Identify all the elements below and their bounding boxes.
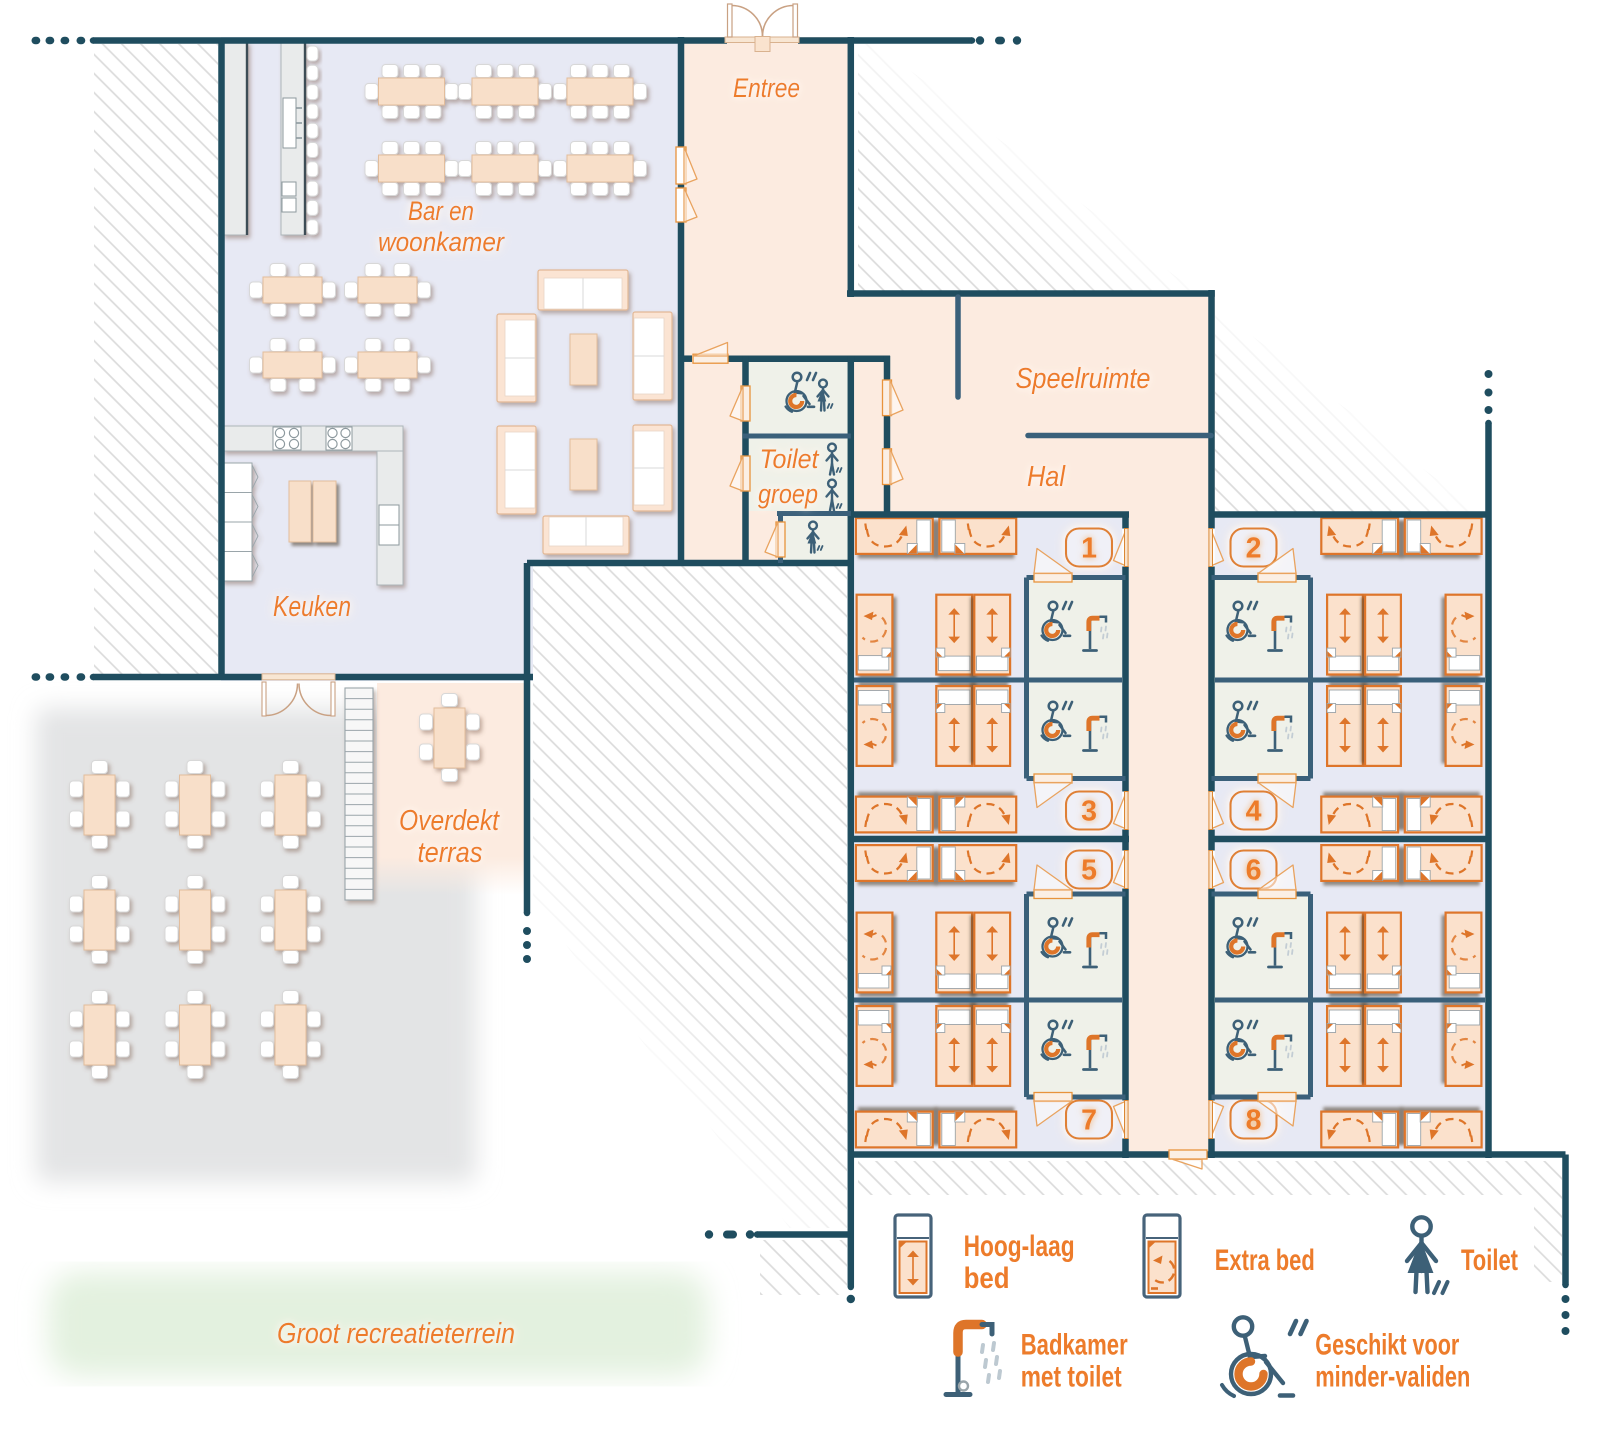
- svg-text:bed: bed: [964, 1262, 1010, 1295]
- svg-text:Hoog-laag: Hoog-laag: [964, 1230, 1075, 1263]
- svg-text:Geschikt voor: Geschikt voor: [1315, 1328, 1459, 1361]
- svg-text:8: 8: [1246, 1105, 1262, 1137]
- svg-text:Badkamer: Badkamer: [1021, 1328, 1128, 1361]
- svg-text:Bar en: Bar en: [408, 196, 474, 226]
- svg-text:groep: groep: [758, 479, 818, 509]
- svg-text:Hal: Hal: [1027, 461, 1066, 493]
- svg-text:6: 6: [1246, 855, 1262, 887]
- svg-text:Speelruimte: Speelruimte: [1016, 363, 1151, 395]
- svg-text:7: 7: [1081, 1105, 1097, 1137]
- svg-text:Toilet: Toilet: [1461, 1244, 1518, 1277]
- svg-text:Groot recreatieterrein: Groot recreatieterrein: [277, 1318, 515, 1350]
- svg-text:Extra bed: Extra bed: [1215, 1244, 1315, 1277]
- svg-text:Toilet: Toilet: [760, 444, 820, 474]
- svg-text:Entree: Entree: [733, 73, 800, 103]
- svg-text:minder-validen: minder-validen: [1315, 1360, 1470, 1393]
- svg-text:met toilet: met toilet: [1021, 1360, 1122, 1393]
- svg-text:5: 5: [1081, 855, 1097, 887]
- svg-text:1: 1: [1081, 533, 1097, 565]
- svg-text:Keuken: Keuken: [273, 591, 351, 623]
- svg-text:Overdekt: Overdekt: [399, 805, 501, 837]
- svg-text:woonkamer: woonkamer: [378, 227, 505, 257]
- svg-text:terras: terras: [418, 837, 483, 869]
- svg-text:2: 2: [1246, 533, 1262, 565]
- svg-text:4: 4: [1246, 796, 1262, 828]
- svg-text:3: 3: [1081, 796, 1097, 828]
